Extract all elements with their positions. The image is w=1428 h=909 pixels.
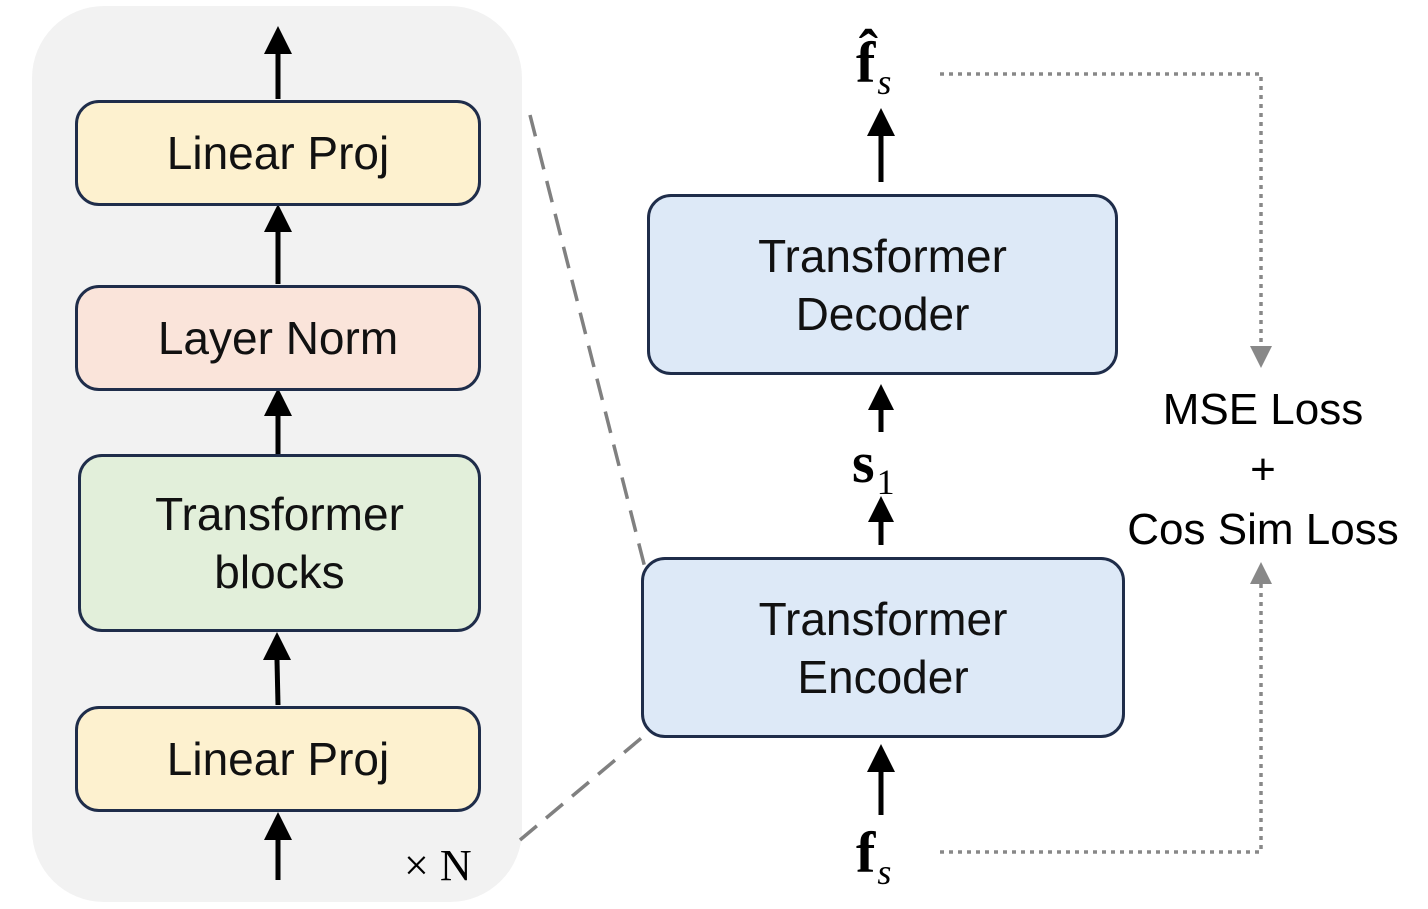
loss-connector-top	[940, 72, 1272, 368]
arrow-input-to-encoder	[867, 744, 895, 815]
loss-line-mse: MSE Loss	[1162, 385, 1364, 434]
arrow-into-bottom-linear-proj	[264, 812, 292, 880]
loss-connector-bottom	[940, 562, 1272, 854]
arrow-linear-proj-to-blocks	[263, 632, 291, 706]
loss-line-cos: Cos Sim Loss	[1127, 505, 1399, 554]
arrow-latent-to-decoder	[868, 384, 894, 432]
loss-line-plus: +	[1250, 445, 1276, 494]
linear-proj-bottom-box: Linear Proj	[75, 706, 481, 812]
layer-norm-box: Layer Norm	[75, 285, 481, 391]
decoder-label-line2: Decoder	[795, 287, 970, 340]
layer-norm-label: Layer Norm	[157, 312, 399, 364]
latent-symbol: s1	[852, 430, 895, 502]
input-feature-symbol: fs	[856, 820, 892, 892]
transformer-blocks-box: Transformer blocks	[78, 454, 481, 632]
loss-label: MSE Loss + Cos Sim Loss	[1098, 380, 1428, 560]
transformer-blocks-label-line2: blocks	[214, 546, 345, 598]
expansion-line-bottom	[518, 733, 647, 842]
linear-proj-top-label: Linear Proj	[166, 127, 390, 179]
linear-proj-top-box: Linear Proj	[75, 100, 481, 206]
encoder-label-line2: Encoder	[797, 650, 969, 703]
expansion-line-top	[528, 114, 647, 569]
arrow-blocks-to-layer-norm	[264, 388, 292, 454]
arrow-encoder-to-latent	[868, 496, 894, 545]
arrow-layer-norm-to-linear-proj	[264, 204, 292, 284]
transformer-blocks-label-line1: Transformer	[155, 488, 404, 540]
arrow-out-of-top-linear-proj	[264, 26, 292, 99]
transformer-encoder-box: Transformer Encoder	[641, 557, 1125, 738]
decoder-label-line1: Transformer	[758, 229, 1007, 282]
output-feature-symbol: f̂s	[856, 30, 892, 102]
transformer-decoder-box: Transformer Decoder	[647, 194, 1118, 375]
repeat-count-label: × N	[404, 841, 472, 890]
arrow-decoder-to-output	[867, 108, 895, 182]
linear-proj-bottom-label: Linear Proj	[166, 733, 390, 785]
encoder-label-line1: Transformer	[758, 592, 1008, 645]
